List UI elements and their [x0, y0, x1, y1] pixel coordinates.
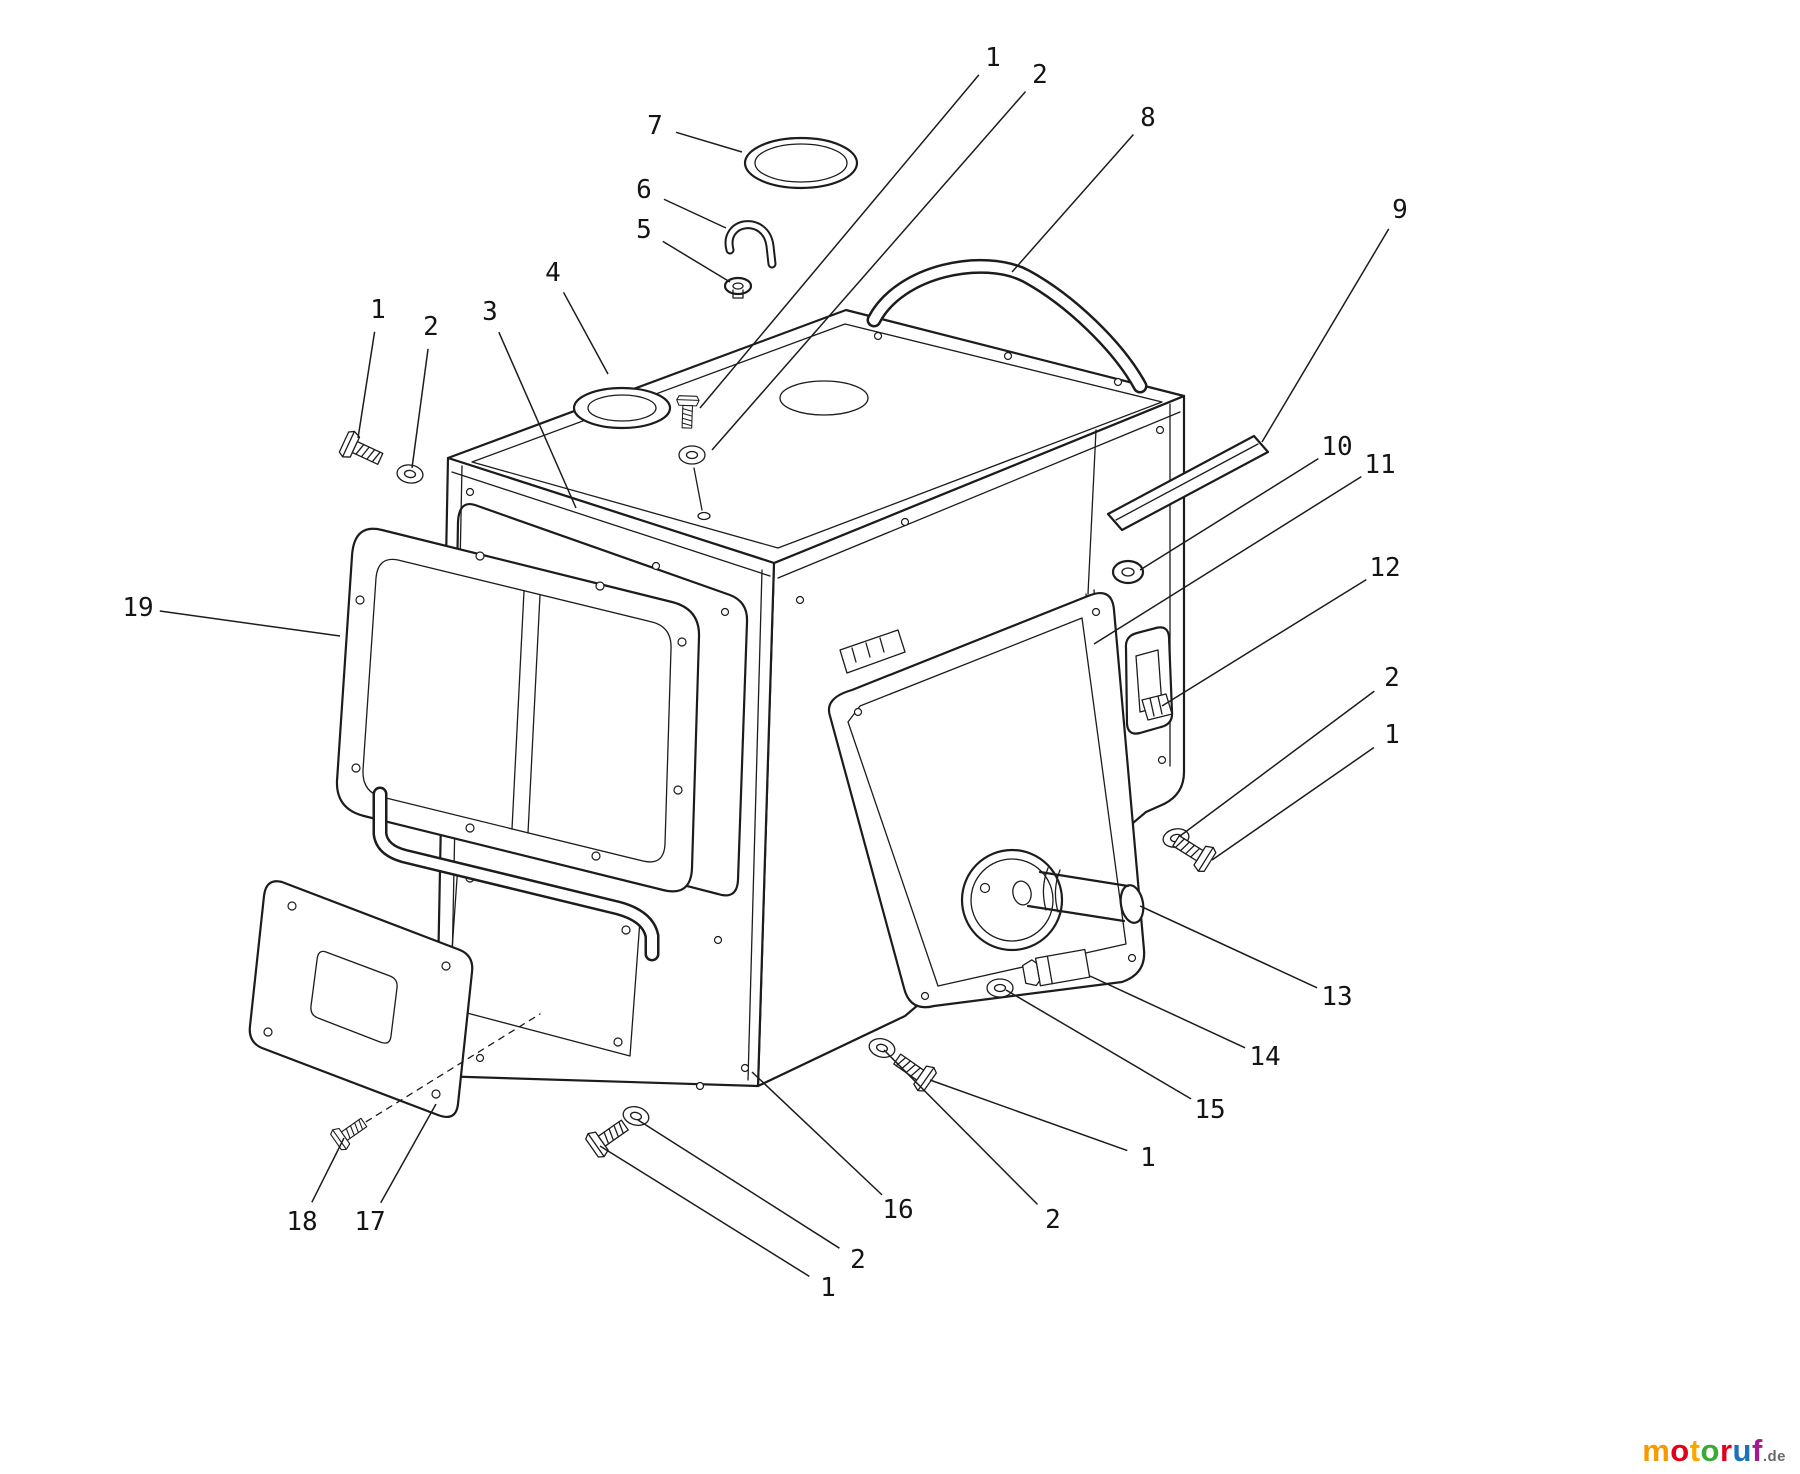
callout-label: 17	[354, 1207, 385, 1237]
callout-leader-line	[498, 331, 577, 509]
callout-label: 4	[545, 258, 561, 288]
callout-leader-line	[1161, 578, 1367, 707]
callout-label: 14	[1249, 1042, 1280, 1072]
callout-leader-line	[311, 1137, 345, 1203]
callout-leader-line	[675, 131, 743, 153]
callout-leader-line	[637, 1119, 840, 1249]
callout-leader-line	[1089, 975, 1246, 1049]
callout-label: 2	[850, 1245, 866, 1275]
callout-leader-line	[599, 1145, 810, 1278]
window-frame	[335, 527, 701, 893]
callout-leader-line	[562, 291, 609, 375]
logo-letter: t	[1689, 1433, 1701, 1468]
logo-letter: f	[1751, 1433, 1763, 1468]
latch	[1021, 948, 1091, 987]
callout-label: 7	[647, 111, 663, 141]
front-handle	[372, 786, 660, 962]
washer	[620, 1103, 652, 1129]
callout-label: 19	[122, 593, 153, 623]
callout-leader-line	[751, 1071, 883, 1196]
motoruf-logo[interactable]: motoruf.de	[1642, 1435, 1786, 1466]
callout-leader-line	[662, 240, 731, 283]
callout-label: 18	[286, 1207, 317, 1237]
window-glass	[362, 558, 672, 863]
logo-letter: u	[1732, 1433, 1752, 1468]
callout-label: 6	[636, 175, 652, 205]
callout-label: 10	[1321, 432, 1352, 462]
callout-label: 1	[370, 295, 386, 325]
callout-leader-line	[929, 1079, 1128, 1152]
callout-leader-line	[1011, 133, 1134, 273]
washer	[986, 978, 1014, 998]
chute-port	[960, 848, 1064, 952]
access-panel	[248, 880, 541, 1129]
callout-leader-line	[1093, 476, 1362, 645]
callout-label: 1	[985, 43, 1001, 73]
callout-label: 1	[1384, 720, 1400, 750]
callout-label: 12	[1369, 553, 1400, 583]
hex-bolt	[888, 1046, 939, 1095]
callout-leader-line	[663, 198, 727, 229]
callout-label: 2	[1045, 1205, 1061, 1235]
callout-leader-line	[1179, 690, 1375, 837]
callout-label: 9	[1392, 195, 1408, 225]
logo-letter: m	[1642, 1433, 1671, 1468]
logo-letter: r	[1719, 1433, 1733, 1468]
callout-label: 2	[423, 312, 439, 342]
callout-leader-line	[1139, 458, 1319, 571]
hex-bolt	[337, 428, 387, 473]
callout-label: 5	[636, 215, 652, 245]
callout-label: 2	[1032, 60, 1048, 90]
washer	[678, 445, 706, 465]
flanged-nut	[723, 276, 753, 299]
callout-label: 3	[482, 297, 498, 327]
washer	[866, 1035, 898, 1061]
callout-leader-line	[711, 91, 1027, 451]
callout-label: 2	[1384, 663, 1400, 693]
callout-leader-line	[1261, 228, 1390, 443]
clip	[1141, 693, 1173, 721]
callout-label: 13	[1321, 982, 1352, 1012]
leader-lines	[159, 74, 1390, 1278]
callout-label: 1	[820, 1273, 836, 1303]
logo-word: motoruf	[1642, 1433, 1763, 1468]
callout-leader-line	[1211, 746, 1375, 861]
grommet	[1111, 559, 1145, 585]
callout-label: 1	[1140, 1143, 1156, 1173]
fuel-cap	[743, 136, 859, 190]
logo-letter: o	[1670, 1433, 1690, 1468]
logo-suffix: .de	[1762, 1448, 1786, 1465]
callout-leader-line	[1139, 905, 1318, 989]
callout-leader-line	[159, 610, 341, 637]
callout-label: 11	[1364, 450, 1395, 480]
pan-screw	[328, 1112, 372, 1153]
callout-leader-line	[883, 1049, 1039, 1205]
small-handle	[724, 220, 777, 269]
trim-strip	[1106, 434, 1270, 532]
discharge-tube	[1026, 867, 1145, 924]
top-handle	[866, 258, 1148, 394]
washer	[395, 462, 425, 486]
fuel-filler-opening	[572, 386, 672, 430]
callout-label: 15	[1194, 1095, 1225, 1125]
roof-opening	[779, 380, 869, 416]
callout-label: 16	[882, 1195, 913, 1225]
door-seal-panel	[827, 592, 1146, 1009]
callout-leader-line	[411, 348, 429, 469]
louver-vent	[839, 629, 906, 674]
callout-leader-line	[699, 74, 980, 409]
window-opening	[451, 503, 749, 897]
callout-leader-line	[380, 1103, 437, 1204]
logo-letter: o	[1700, 1433, 1720, 1468]
callout-leader-line	[357, 331, 376, 439]
callout-leader-line	[1005, 989, 1192, 1100]
callout-label: 8	[1140, 103, 1156, 133]
